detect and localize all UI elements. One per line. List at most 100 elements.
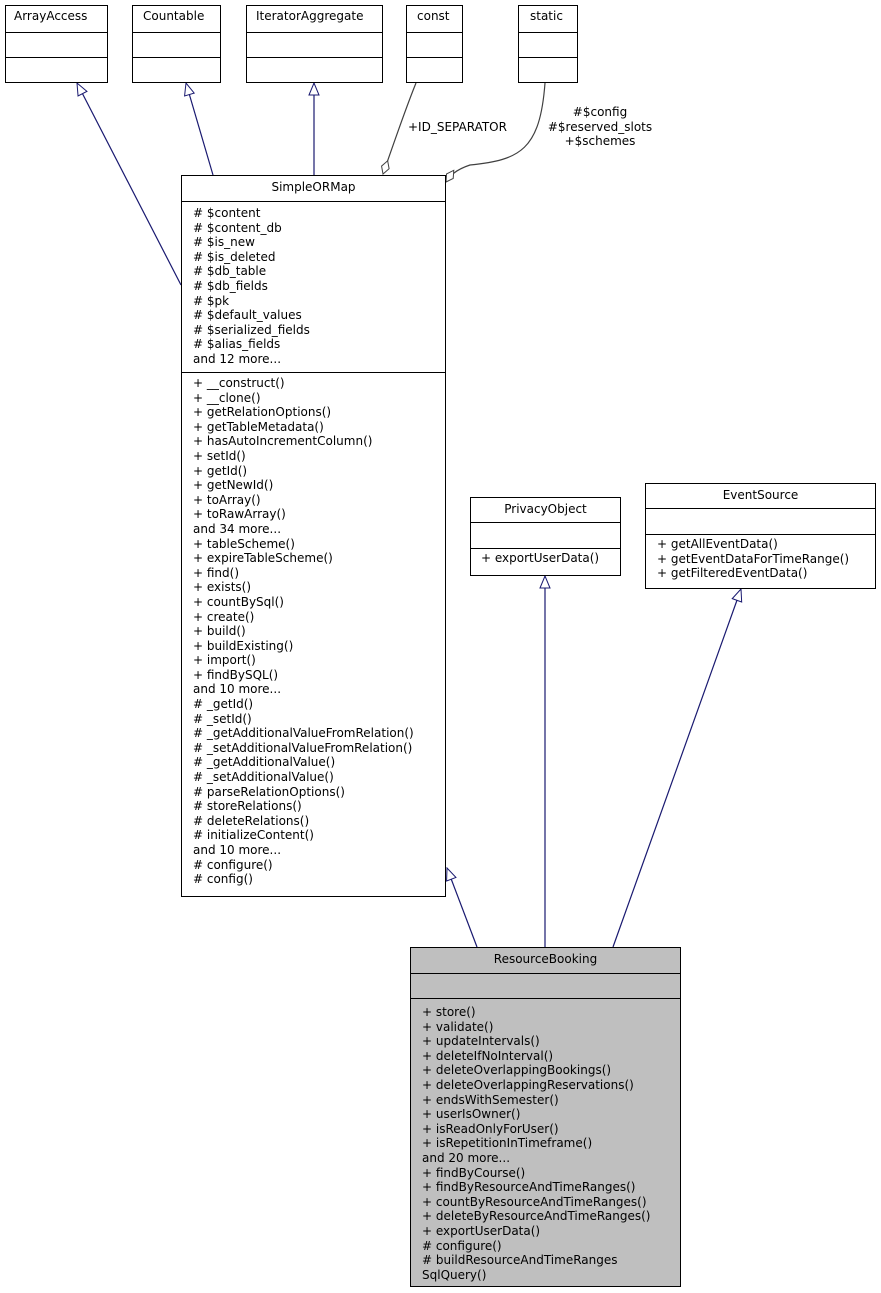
class-box-arrayaccess[interactable]: ArrayAccess — [5, 5, 108, 83]
attribute-item: # $pk — [193, 293, 230, 308]
method-item: SqlQuery() — [422, 1267, 487, 1282]
method-item: + find() — [193, 565, 240, 580]
class-name-const: const — [417, 9, 450, 23]
class-name-countable: Countable — [143, 9, 205, 23]
class-box-const[interactable]: const — [406, 5, 463, 83]
attribute-item: # $alias_fields — [193, 337, 281, 352]
attribute-item: # $content_db — [193, 220, 282, 235]
class-box-privacyobject[interactable]: PrivacyObject + exportUserData() — [470, 497, 621, 576]
attributes-section — [6, 32, 107, 57]
edge-label-reserved-slots: #$reserved_slots — [547, 119, 653, 134]
attribute-item: # $content — [193, 206, 261, 220]
method-item: + getRelationOptions() — [193, 405, 332, 420]
method-item: + exportUserData() — [422, 1223, 541, 1238]
method-item: + getTableMetadata() — [193, 419, 324, 434]
method-item: + getId() — [193, 463, 248, 478]
attribute-item: # $default_values — [193, 308, 302, 323]
method-item: # _setAdditionalValue() — [193, 770, 334, 785]
attributes-section — [411, 973, 680, 998]
method-item: + deleteByResourceAndTimeRanges() — [422, 1209, 651, 1224]
attributes-section — [133, 32, 220, 57]
method-item: # parseRelationOptions() — [193, 784, 345, 799]
edge-simpleormap-arrayaccess — [77, 83, 182, 286]
class-box-resourcebooking[interactable]: ResourceBooking + store()+ validate()+ u… — [410, 947, 681, 1287]
class-name-iteratoraggregate: IteratorAggregate — [256, 9, 364, 23]
method-item: + findByCourse() — [422, 1165, 526, 1180]
method-item: # configure() — [193, 857, 273, 872]
method-item: + exportUserData() — [481, 551, 600, 565]
attribute-item: # $db_table — [193, 264, 267, 279]
class-box-eventsource[interactable]: EventSource + getAllEventData()+ getEven… — [645, 483, 876, 589]
method-item: + isRepetitionInTimeframe() — [422, 1136, 593, 1151]
method-item: # deleteRelations() — [193, 813, 310, 828]
method-item: # _setAdditionalValueFromRelation() — [193, 740, 413, 755]
method-item: + getNewId() — [193, 478, 274, 493]
edge-label-id-separator: +ID_SEPARATOR — [408, 120, 507, 134]
method-item: + userIsOwner() — [422, 1107, 521, 1122]
method-item: + toRawArray() — [193, 507, 286, 522]
methods-section — [6, 57, 107, 82]
class-box-simpleormap[interactable]: SimpleORMap # $content# $content_db# $is… — [181, 175, 446, 897]
method-item: # initializeContent() — [193, 828, 314, 843]
methods-section: + store()+ validate()+ updateIntervals()… — [411, 998, 680, 1282]
method-item: + expireTableScheme() — [193, 551, 333, 566]
method-item: # _setId() — [193, 711, 252, 726]
attributes-section — [471, 522, 620, 548]
method-item: + create() — [193, 609, 255, 624]
methods-section: + exportUserData() — [471, 548, 620, 566]
method-item: + findBySQL() — [193, 667, 279, 682]
methods-section: + __construct()+ __clone()+ getRelationO… — [182, 372, 445, 887]
edge-label-schemes: +$schemes — [564, 134, 636, 149]
edge-static-simpleormap — [445, 82, 546, 183]
method-item: + setId() — [193, 448, 246, 463]
class-name-eventsource: EventSource — [722, 488, 799, 502]
method-item: + isReadOnlyForUser() — [422, 1121, 559, 1136]
attribute-item: # $serialized_fields — [193, 322, 310, 337]
attributes-section — [646, 508, 875, 534]
method-item: + validate() — [422, 1019, 494, 1034]
method-item: + findByResourceAndTimeRanges() — [422, 1180, 636, 1195]
methods-section — [247, 57, 382, 82]
method-item: # _getAdditionalValueFromRelation() — [193, 726, 414, 741]
method-item: # _getAdditionalValue() — [193, 755, 336, 770]
attributes-section — [247, 32, 382, 57]
methods-section — [407, 57, 462, 82]
method-item: + __construct() — [193, 376, 285, 390]
methods-section: + getAllEventData()+ getEventDataForTime… — [646, 534, 875, 581]
class-box-countable[interactable]: Countable — [132, 5, 221, 83]
attribute-item: # $is_deleted — [193, 249, 276, 264]
method-item: + store() — [422, 1005, 476, 1019]
method-item: + countByResourceAndTimeRanges() — [422, 1194, 647, 1209]
method-item: + hasAutoIncrementColumn() — [193, 434, 373, 449]
attribute-item: # $is_new — [193, 235, 255, 250]
method-item: and 10 more... — [193, 682, 282, 697]
attribute-item: and 12 more... — [193, 351, 282, 366]
edge-const-simpleormap — [381, 82, 417, 175]
method-item: # _getId() — [193, 697, 254, 712]
method-item: + updateIntervals() — [422, 1034, 540, 1049]
method-item: and 10 more... — [193, 843, 282, 857]
method-item: + getFilteredEventData() — [657, 566, 808, 581]
class-name-resourcebooking: ResourceBooking — [493, 952, 598, 966]
class-box-iteratoraggregate[interactable]: IteratorAggregate — [246, 5, 383, 83]
attributes-section — [407, 32, 462, 57]
method-item: # buildResourceAndTimeRanges — [422, 1253, 618, 1268]
method-item: + deleteOverlappingBookings() — [422, 1063, 612, 1078]
methods-section — [519, 57, 577, 82]
class-name-arrayaccess: ArrayAccess — [14, 9, 88, 23]
method-item: + toArray() — [193, 492, 261, 507]
edge-simpleormap-countable — [186, 83, 214, 176]
attribute-item: # $db_fields — [193, 278, 268, 293]
method-item: + getAllEventData() — [657, 537, 778, 551]
method-item: + countBySql() — [193, 594, 284, 609]
attributes-section: # $content# $content_db# $is_new# $is_de… — [182, 201, 445, 372]
method-item: + endsWithSemester() — [422, 1092, 559, 1107]
method-item: # configure() — [422, 1238, 502, 1253]
attributes-section — [519, 32, 577, 57]
method-item: + deleteIfNoInterval() — [422, 1048, 554, 1063]
method-item: + build() — [193, 624, 246, 639]
edge-resourcebooking-eventsource — [612, 589, 741, 948]
method-item: + deleteOverlappingReservations() — [422, 1077, 634, 1092]
class-box-static[interactable]: static — [518, 5, 578, 83]
